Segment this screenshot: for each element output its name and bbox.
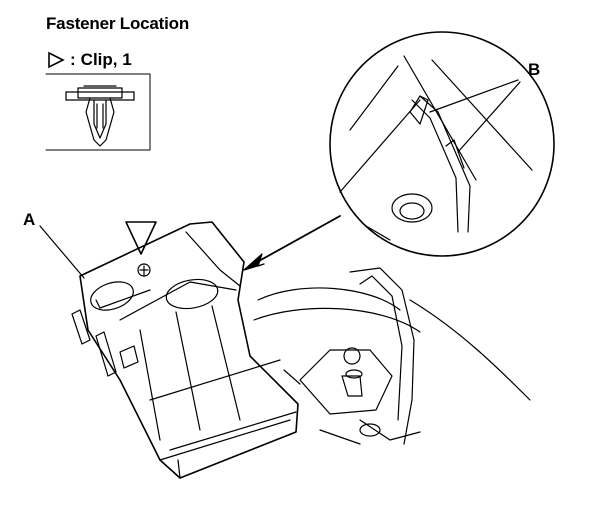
clip-position-marker-icon [125,221,157,255]
fastener-legend: : Clip, 1 [46,50,132,70]
clip-inset [45,73,151,151]
clip-marker-icon [48,51,65,69]
leader-lines [39,79,521,279]
callout-b: B [528,60,541,79]
cup-holder-part [71,221,299,479]
callout-a: A [23,210,36,229]
legend-separator: : [70,50,76,69]
detail-circle [329,31,555,257]
legend-clip-label: Clip, 1 [80,50,132,69]
background-assembly [253,267,531,445]
diagram-title: Fastener Location [46,14,190,33]
